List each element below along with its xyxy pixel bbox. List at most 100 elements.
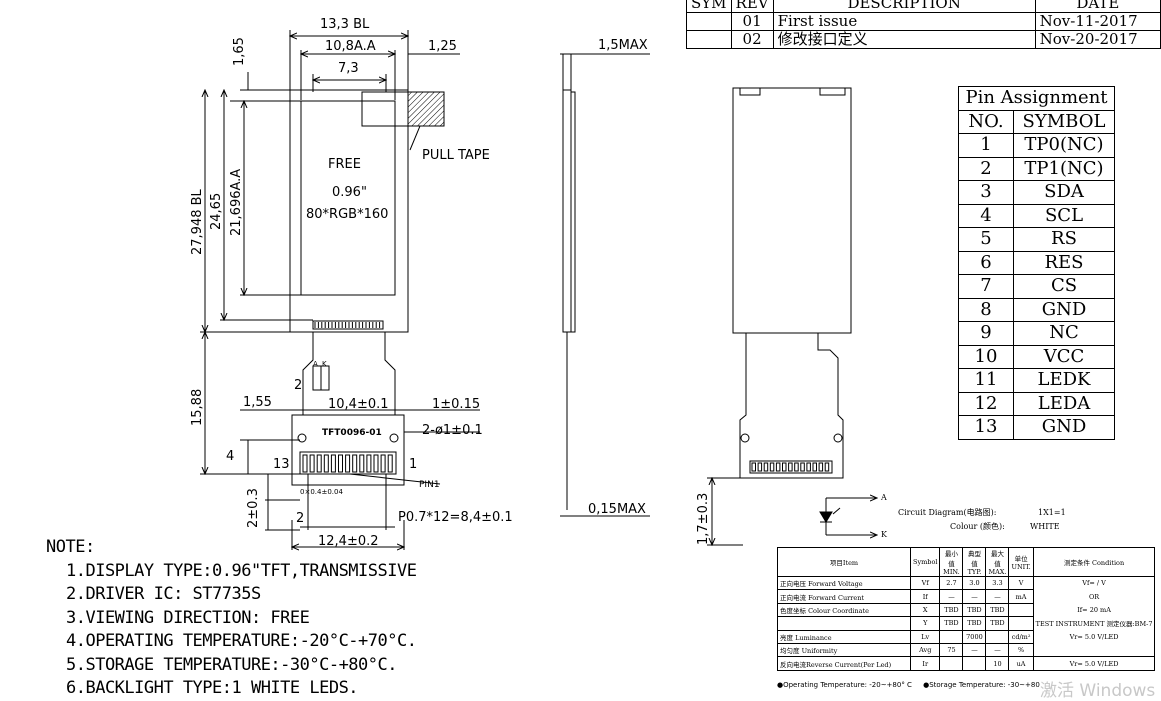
pin-symbol: LEDK [1013,368,1115,393]
revision-header-row: SYM REV DESCRIPTION DATE [686,0,1161,13]
rev-no: 02 [730,30,774,49]
back-fpc-finger [769,462,775,472]
rev-header-rev: REV [730,0,774,13]
back-fpc-finger [824,462,830,472]
spec-cell [1008,616,1034,631]
back-fpc-finger [806,462,811,472]
spec-cell: TBD [985,602,1010,618]
pin-symbol: GND [1013,415,1115,440]
revision-row: 02 修改接口定义 Nov-20-2017 [686,30,1161,49]
dim-tol: 1±0.15 [432,397,480,412]
pin-no: 10 [958,344,1014,369]
spec-cell [962,656,987,671]
rev-date: Nov-20-2017 [1034,30,1161,49]
spec-header-row: 项目Item Symbol 最小值 MIN. 典型值 TYP. 最大值 MAX.… [777,547,1156,577]
note-item: 6.BACKLIGHT TYPE:1 WHITE LEDS. [66,678,359,698]
spec-cell: 反向电流Reverse Current(Per Led) [777,656,911,671]
spec-cell: V [1008,575,1034,591]
ak-a: A [313,360,318,368]
spec-cell: TBD [962,602,987,618]
module-outline [289,89,409,333]
pin-no: 13 [958,415,1014,440]
pin-symbol: SDA [1013,180,1115,205]
dim-total-height: 27,948 BL [190,188,205,255]
spec-condition: OR [1032,589,1156,604]
spec-cell: — [985,589,1010,604]
spec-condition [1032,643,1156,657]
back-fpc-finger [782,462,787,472]
back-fpc-finger [818,462,824,472]
pull-tape-label: PULL TAPE [422,148,490,163]
footer-operating: ●Operating Temperature: -20~+80° C [777,681,912,689]
circuit-value: 1X1=1 [1038,508,1066,517]
pin-no: 7 [958,274,1014,299]
spec-cell [939,656,964,671]
rev-header-desc: DESCRIPTION [772,0,1036,13]
circuit-labels: A K Circuit Diagram(电路图): 1X1=1 Colour (… [880,493,1066,539]
ak-k: K [322,360,327,368]
spec-h-min: 最小值 MIN. [939,547,964,577]
pin-symbol: TP1(NC) [1013,156,1115,181]
spec-condition: Vr= 5.0 V/LED [1032,630,1156,644]
spec-h-max: 最大值 MAX. [985,547,1010,577]
spec-cell: Lv [909,629,941,644]
fpc-part: TFT0096-01 [322,428,382,438]
circuit-label: Circuit Diagram(电路图): [898,507,996,517]
pin-no: 1 [958,133,1014,158]
note-item: 2.DRIVER IC: ST7735S [66,584,261,604]
fpc-finger [366,454,372,473]
spec-cell: 均匀度 Uniformity [777,642,911,658]
spec-cell [777,616,911,631]
dim-fpc-width: 10,4±0.1 [328,397,389,412]
spec-cell: Avg [909,642,941,658]
hole-right [389,433,399,443]
spec-cell: mA [1008,589,1034,604]
fpc-finger [309,454,315,473]
spec-h-symbol: Symbol [909,547,941,577]
dim-active-height: 21,696A.A [229,169,244,236]
fpc-finger [359,454,365,473]
spec-h-unit: 单位 UNIT. [1008,547,1034,577]
back-fpc-finger [794,462,799,472]
spec-cell: 2.7 [939,575,964,591]
spec-cell: TBD [985,616,1010,631]
pin-no: 8 [958,297,1014,322]
connector-strip [312,320,384,330]
screen-line3: 80*RGB*160 [306,207,388,222]
spec-cell: 正向电压 Forward Voltage [777,575,911,591]
back-fpc-finger [775,462,781,472]
back-view [707,87,852,545]
dim-hole: 2-ø1±0.1 [422,423,483,438]
circuit-diagram [819,498,877,535]
active-area [300,100,396,296]
pin-symbol: RS [1013,227,1115,252]
pin-symbol: SCL [1013,203,1115,228]
dim-inner-width: 7,3 [338,61,359,76]
footer-storage: ●Storage Temperature: -30~+80 [923,681,1040,689]
spec-cell: 7000 [962,629,987,644]
pin-table-title: Pin Assignment [958,86,1115,111]
spec-condition: If= 20 mA [1032,603,1156,617]
spec-cell: 正向电流 Forward Current [777,589,911,604]
spec-h-typ: 典型值 TYP. [962,547,987,577]
pin-no: 5 [958,227,1014,252]
fpc-finger [373,454,379,473]
back-dim-side: 1,7±0.3 [696,493,711,545]
notes-block: NOTE: 1.DISPLAY TYPE:0.96"TFT,TRANSMISSI… [46,536,417,701]
pin-no: 9 [958,321,1014,346]
notes-title: NOTE: [46,537,95,557]
pin-no: 4 [958,203,1014,228]
fpc-pins [302,322,830,473]
small-dim: 0×0.4±0.04 [300,488,343,496]
